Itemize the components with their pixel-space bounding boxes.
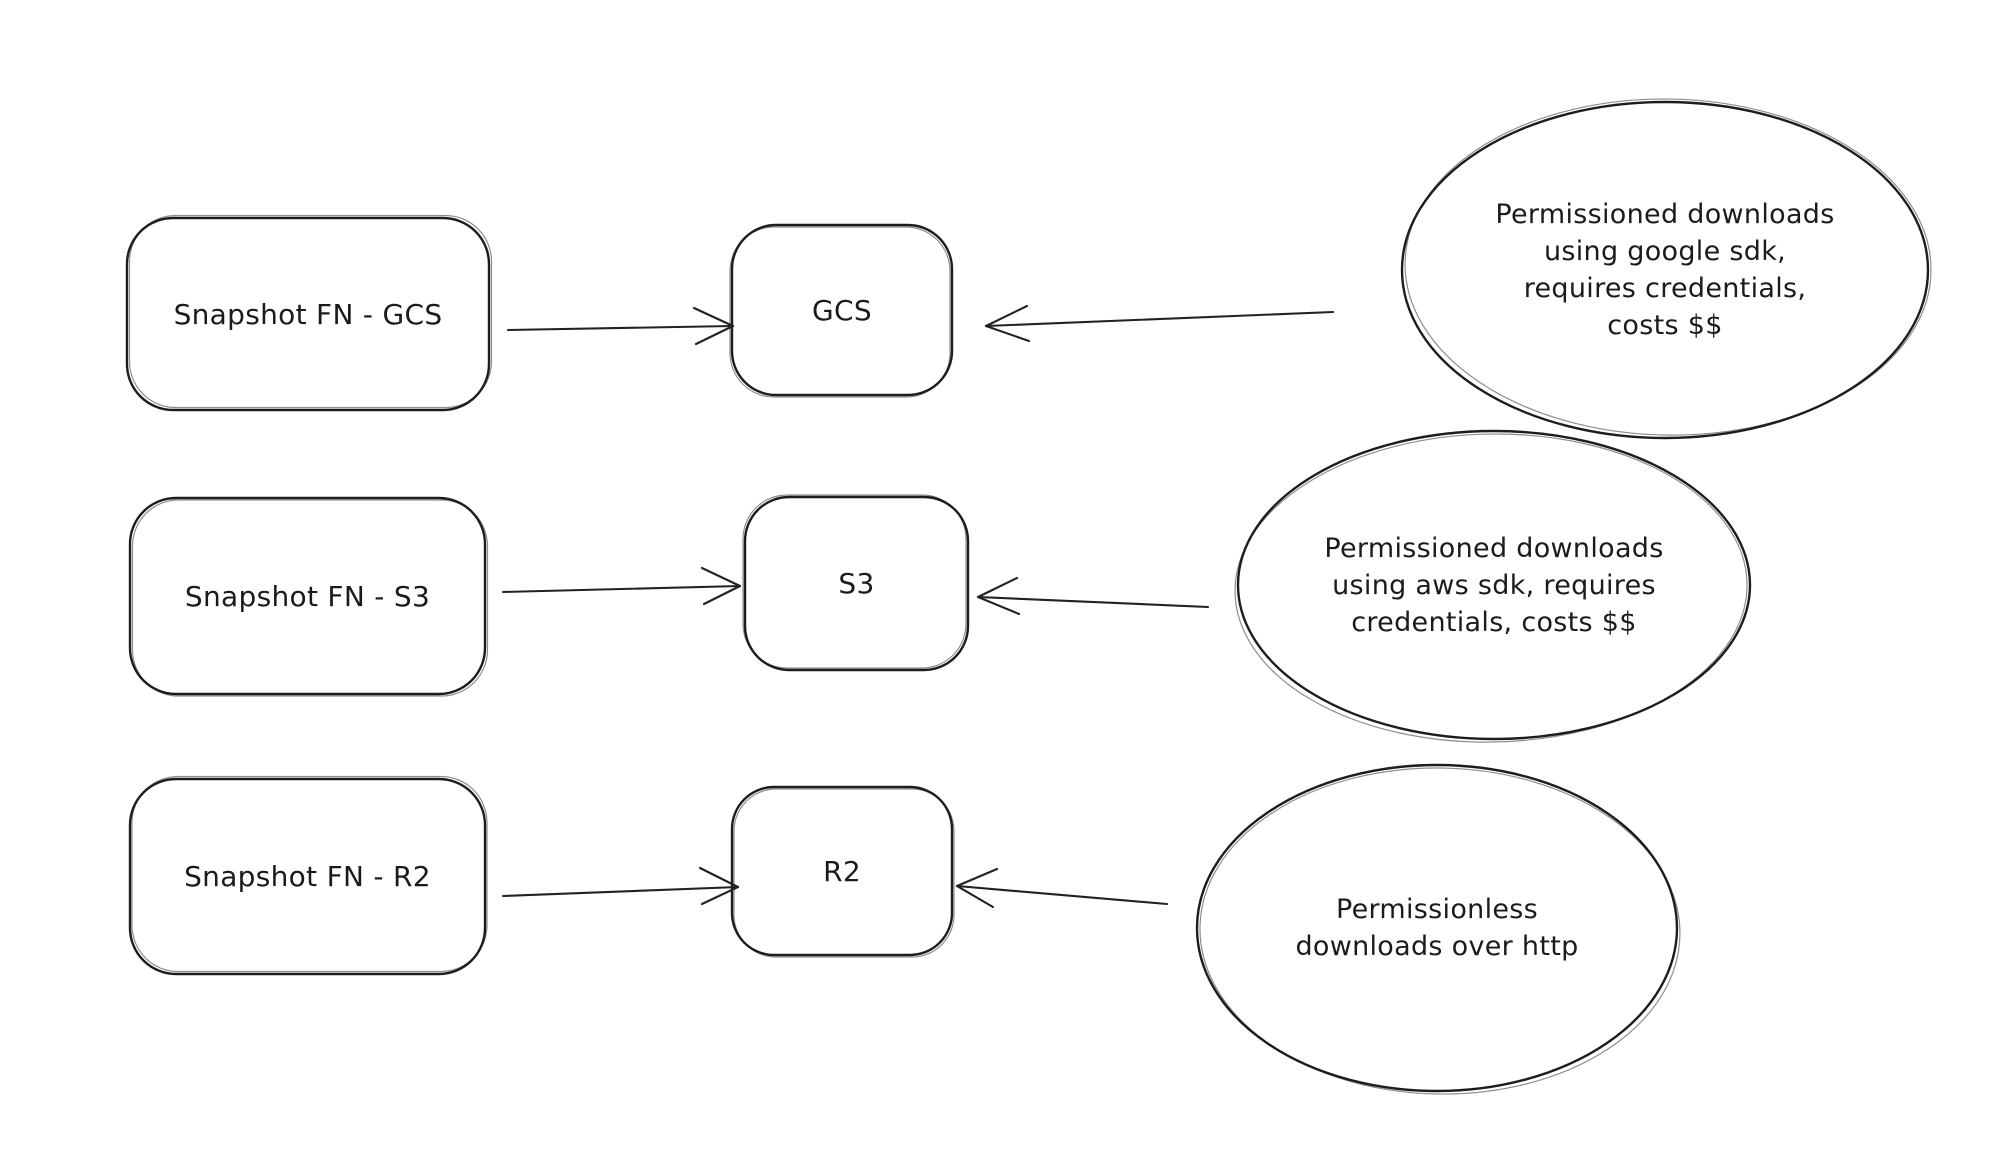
arrow-note-s3-to-s3	[976, 576, 1210, 616]
node-box-gcs	[730, 223, 954, 397]
node-box-r2-sketch	[733, 788, 955, 958]
node-box-snapshot-gcs	[125, 216, 491, 412]
ellipse-note-gcs	[1400, 100, 1930, 440]
ellipse-note-s3-sketch	[1234, 433, 1748, 743]
arrow-note-gcs-to-gcs	[984, 304, 1335, 343]
ellipse-note-r2	[1195, 763, 1679, 1093]
node-box-snapshot-s3-sketch	[131, 499, 489, 697]
node-box-snapshot-r2-sketch	[131, 775, 488, 973]
node-box-s3-sketch	[742, 494, 967, 669]
arrow-note-r2-to-r2	[955, 867, 1169, 909]
node-box-s3	[743, 495, 970, 672]
node-box-snapshot-r2	[128, 777, 487, 976]
ellipse-note-r2-sketch	[1199, 767, 1681, 1095]
ellipse-note-s3	[1236, 429, 1752, 741]
arrow-snapshot-s3-to-s3	[501, 566, 742, 606]
node-box-snapshot-gcs-sketch	[128, 214, 493, 409]
node-box-r2	[730, 785, 954, 957]
ellipse-note-gcs-sketch	[1404, 98, 1932, 436]
node-box-gcs-sketch	[729, 226, 951, 398]
node-box-snapshot-s3	[128, 496, 487, 696]
arrow-snapshot-gcs-to-gcs	[506, 306, 735, 346]
arrow-snapshot-r2-to-r2	[501, 866, 740, 906]
